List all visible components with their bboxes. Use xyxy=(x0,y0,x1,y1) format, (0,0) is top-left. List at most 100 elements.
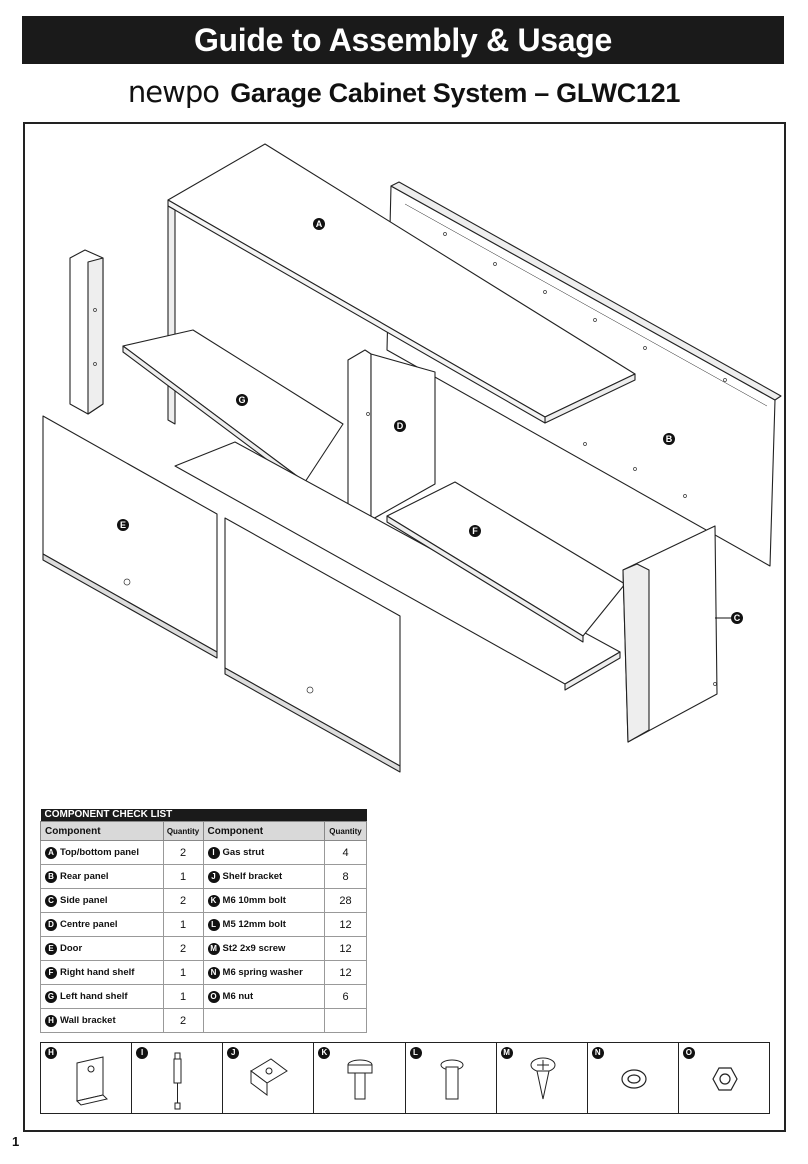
part-qty: 6 xyxy=(324,984,367,1009)
col-quantity-left: Quantity xyxy=(162,821,204,841)
part-badge: I xyxy=(207,846,220,859)
exploded-cabinet-diagram: A B C D E F G xyxy=(42,143,782,773)
part-name: Shelf bracket xyxy=(222,871,283,882)
part-qty: 1 xyxy=(162,912,204,937)
hardware-badge: K xyxy=(318,1047,331,1059)
part-name: Right hand shelf xyxy=(60,967,135,978)
part-badge: G xyxy=(45,990,57,1003)
part-badge: N xyxy=(207,966,220,979)
part-name: Door xyxy=(60,943,83,954)
part-name: M6 10mm bolt xyxy=(222,895,286,906)
hardware-badge: H xyxy=(45,1047,57,1059)
wall-bracket-icon xyxy=(76,1056,108,1106)
part-qty: 4 xyxy=(324,840,367,865)
part-badge: K xyxy=(207,894,220,907)
component-check-list: COMPONENT CHECK LIST Component Quantity … xyxy=(40,809,367,1033)
part-name: M6 spring washer xyxy=(222,967,303,978)
part-badge: A xyxy=(45,846,57,859)
label-a: A xyxy=(316,219,323,229)
part-qty: 1 xyxy=(162,960,204,985)
label-c: C xyxy=(734,613,741,623)
centre-panel xyxy=(347,349,372,531)
part-badge: D xyxy=(45,918,57,931)
hardware-cell: H xyxy=(41,1043,133,1113)
hardware-cell: I xyxy=(132,1043,224,1113)
gas-strut-icon xyxy=(173,1052,182,1110)
part-qty: 2 xyxy=(162,936,204,961)
part-badge: M xyxy=(207,942,220,955)
part-badge: E xyxy=(45,942,57,955)
label-b: B xyxy=(666,434,673,444)
part-name: Wall bracket xyxy=(60,1015,116,1026)
part-qty: 12 xyxy=(324,960,367,985)
checklist-title: COMPONENT CHECK LIST xyxy=(40,809,367,822)
page-subtitle: newpo Garage Cabinet System – GLWC121 xyxy=(0,70,808,115)
bolt-icon xyxy=(440,1059,463,1100)
hardware-badge: M xyxy=(500,1047,513,1059)
page-number: 1 xyxy=(12,1134,20,1149)
shelf-bracket-icon xyxy=(250,1058,289,1096)
hardware-cell: L xyxy=(406,1043,497,1113)
brand-logo: newpo xyxy=(127,75,220,109)
label-f: F xyxy=(472,526,478,536)
part-qty: 12 xyxy=(324,936,367,961)
part-name: Gas strut xyxy=(222,847,265,858)
part-qty: 2 xyxy=(162,888,204,913)
part-name: M5 12mm bolt xyxy=(222,919,286,930)
hardware-cell: K xyxy=(314,1043,406,1113)
part-qty: 1 xyxy=(162,984,204,1009)
col-component-right: Component xyxy=(202,821,326,841)
col-component-left: Component xyxy=(40,821,164,841)
part-qty: 1 xyxy=(162,864,204,889)
part-badge: F xyxy=(45,966,57,979)
part-name: Centre panel xyxy=(60,919,118,930)
diagram-badges: A B C D E F G xyxy=(117,218,743,624)
part-name: Side panel xyxy=(60,895,108,906)
hardware-badge: N xyxy=(591,1047,604,1059)
hardware-badge: O xyxy=(682,1047,695,1059)
part-qty: 28 xyxy=(324,888,367,913)
part-badge: L xyxy=(207,918,220,931)
page-title: Guide to Assembly & Usage xyxy=(22,16,784,64)
screw-icon xyxy=(530,1057,556,1100)
content-frame xyxy=(23,122,786,1132)
part-name: Rear panel xyxy=(60,871,109,882)
hardware-badge: I xyxy=(136,1047,149,1059)
part-qty: 12 xyxy=(324,912,367,937)
part-badge: H xyxy=(45,1014,57,1027)
part-name: St2 2x9 screw xyxy=(222,943,286,954)
label-d: D xyxy=(397,421,404,431)
hardware-cell: M xyxy=(497,1043,588,1113)
nut-icon xyxy=(712,1067,738,1091)
part-badge: B xyxy=(45,870,57,883)
product-title: Garage Cabinet System – GLWC121 xyxy=(230,78,681,108)
part-name: Left hand shelf xyxy=(60,991,128,1002)
part-qty: 2 xyxy=(162,1008,204,1033)
bolt-icon xyxy=(347,1059,373,1100)
hardware-cell: N xyxy=(588,1043,679,1113)
part-badge: J xyxy=(207,870,220,883)
spring-washer-icon xyxy=(621,1069,647,1089)
hardware-cell: O xyxy=(679,1043,769,1113)
part-badge: O xyxy=(207,990,220,1003)
part-qty: 2 xyxy=(162,840,204,865)
door-left xyxy=(42,415,218,653)
label-g: G xyxy=(238,395,245,405)
label-e: E xyxy=(120,520,126,530)
part-name: M6 nut xyxy=(222,991,254,1002)
hardware-cell: J xyxy=(223,1043,315,1113)
hardware-badge: L xyxy=(409,1047,422,1059)
col-quantity-right: Quantity xyxy=(324,821,367,841)
part-qty: 8 xyxy=(324,864,367,889)
part-name: Top/bottom panel xyxy=(60,847,139,858)
hardware-badge: J xyxy=(227,1047,240,1059)
part-badge: C xyxy=(45,894,57,907)
hardware-strip: H I J K L M N xyxy=(40,1042,770,1114)
